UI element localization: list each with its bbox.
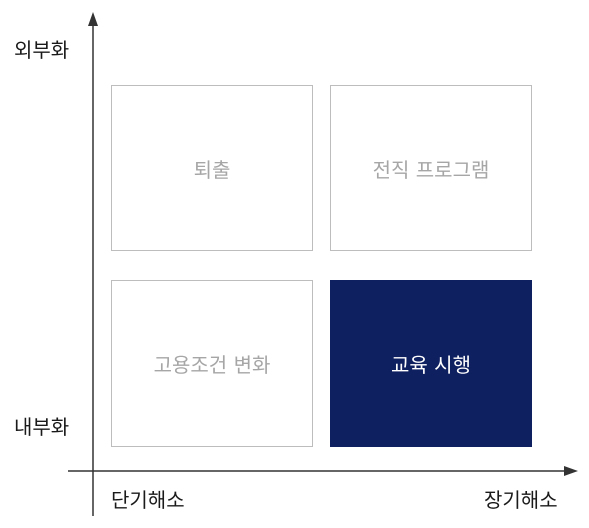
quadrant-bottom-left-label: 고용조건 변화 [153,353,271,377]
quadrant-top-left-label: 퇴출 [193,157,231,182]
quadrant-top-right: 전직 프로그램 [330,85,532,251]
x-axis-right-label: 장기해소 [484,488,558,512]
y-axis-arrow [88,12,98,26]
x-axis-left-label: 단기해소 [111,488,185,512]
y-axis-top-label: 외부화 [14,38,70,62]
quadrant-bottom-right: 교육 시행 [330,280,532,447]
x-axis-arrow [564,466,578,476]
quadrant-top-right-label: 전직 프로그램 [372,157,490,182]
quadrant-bottom-left: 고용조건 변화 [111,280,313,447]
y-axis-bottom-label: 내부화 [14,415,70,439]
quadrant-top-left: 퇴출 [111,85,313,251]
quadrant-bottom-right-label: 교육 시행 [391,353,471,377]
